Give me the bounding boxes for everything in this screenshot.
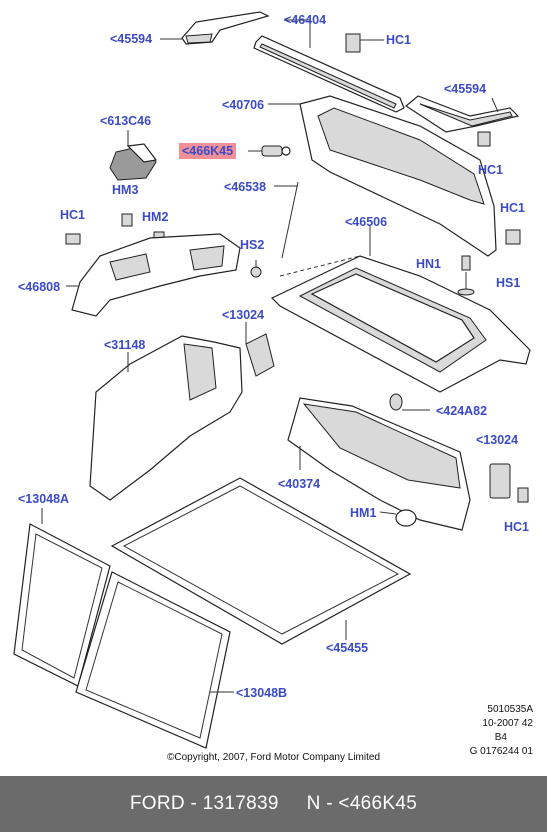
part-13024-latch [489, 463, 511, 499]
callout-hc1-lower[interactable]: HC1 [504, 520, 530, 534]
part-46506-shelf [270, 255, 531, 393]
callout-46404[interactable]: <46404 [284, 13, 327, 27]
callout-613c46[interactable]: <613C46 [100, 114, 152, 128]
callout-hc1-left[interactable]: HC1 [60, 208, 86, 222]
reference-grid: B4 [494, 732, 507, 743]
fastener-hn1 [461, 255, 471, 271]
callout-45455[interactable]: <45455 [326, 641, 369, 655]
callout-13048b[interactable]: <13048B [236, 686, 288, 700]
footer-part-number: FORD - 1317839 N - <466K45 [129, 793, 418, 814]
part-45455-mat [110, 477, 412, 645]
part-46808-trim [71, 233, 241, 317]
parts-diagram [13, 11, 531, 749]
callout-13024-latch[interactable]: <13024 [476, 433, 519, 447]
callout-46538[interactable]: <46538 [224, 180, 267, 194]
part-466k45 [261, 145, 291, 157]
clip-hc1-lower [517, 487, 529, 503]
callout-hc1-right[interactable]: HC1 [500, 201, 526, 215]
clip-hc1-right [505, 229, 521, 245]
part-45594-right [404, 95, 520, 133]
callout-40706[interactable]: <40706 [222, 98, 265, 112]
part-424a82 [389, 393, 403, 411]
part-45594-upper [181, 11, 270, 45]
callout-45594-upper[interactable]: <45594 [110, 32, 153, 46]
part-46404-strip [253, 35, 405, 113]
clip-hc1-upper [345, 33, 361, 53]
callout-hm1[interactable]: HM1 [350, 506, 377, 520]
fastener-hm3 [121, 213, 133, 227]
callout-31148[interactable]: <31148 [104, 338, 146, 352]
callout-hn1[interactable]: HN1 [416, 257, 442, 271]
part-13048b-seatback [75, 571, 231, 749]
part-40706-panel [299, 95, 497, 257]
part-40374-sill [287, 397, 471, 531]
part-46538-rod [281, 181, 299, 259]
part-number-footer: FORD - 1317839 N - <466K45 [0, 776, 547, 832]
callout-13024-cover[interactable]: <13024 [222, 308, 265, 322]
callout-424a82[interactable]: <424A82 [436, 404, 488, 418]
callout-46808[interactable]: <46808 [18, 280, 61, 294]
copyright-notice: ©Copyright, 2007, Ford Motor Company Lim… [166, 752, 381, 763]
callout-46506[interactable]: <46506 [345, 215, 388, 229]
part-13048a-seatback [13, 523, 111, 687]
callout-40374[interactable]: <40374 [278, 477, 321, 491]
callout-hs2[interactable]: HS2 [240, 238, 265, 252]
fastener-hs1 [457, 272, 475, 296]
callout-hm2[interactable]: HM2 [142, 210, 169, 224]
clip-hc1-left [65, 233, 81, 245]
parts-drawing [13, 11, 531, 749]
clip-hc1-mid [477, 131, 491, 147]
callout-hm3[interactable]: HM3 [112, 183, 139, 197]
fastener-hm1 [395, 509, 417, 527]
reference-date: 10-2007 42 [482, 718, 533, 729]
reference-code-1: 5010535A [487, 704, 533, 715]
callout-466k45-highlighted[interactable]: <466K45 [179, 143, 237, 159]
reference-code-2: G 0176244 01 [469, 746, 533, 757]
callout-45594-right[interactable]: <45594 [444, 82, 487, 96]
callout-hc1-mid[interactable]: HC1 [478, 163, 504, 177]
part-13024-cover [245, 333, 275, 377]
part-31148-panel [89, 335, 243, 501]
callout-hs1[interactable]: HS1 [496, 276, 521, 290]
part-613c46 [109, 143, 158, 181]
callout-hc1-upper[interactable]: HC1 [386, 33, 412, 47]
fastener-hs2 [250, 260, 262, 278]
callout-13048a[interactable]: <13048A [18, 492, 70, 506]
